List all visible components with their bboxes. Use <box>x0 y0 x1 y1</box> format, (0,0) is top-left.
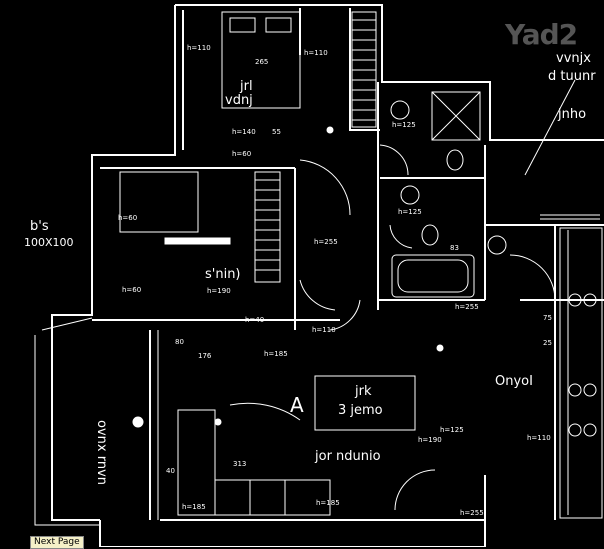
svg-text:vdnj: vdnj <box>225 93 253 108</box>
svg-text:h=190: h=190 <box>418 436 442 444</box>
svg-text:h=60: h=60 <box>232 150 251 158</box>
svg-text:h=255: h=255 <box>314 238 338 246</box>
svg-text:265: 265 <box>255 58 268 66</box>
burner <box>568 383 582 397</box>
balcony-outline <box>41 317 93 331</box>
svg-text:b's: b's <box>30 219 49 234</box>
svg-text:h=185: h=185 <box>264 350 288 358</box>
svg-text:jrk: jrk <box>354 384 372 399</box>
burner <box>583 383 597 397</box>
bathtub <box>391 254 475 298</box>
kitchen-counter <box>559 227 603 519</box>
leader-line <box>524 79 576 176</box>
light-fixture <box>326 126 334 134</box>
bed <box>221 11 301 109</box>
closet-shelves <box>255 179 280 271</box>
door-swing <box>389 224 413 249</box>
svg-text:h=110: h=110 <box>187 44 211 52</box>
svg-text:313: 313 <box>233 460 246 468</box>
svg-text:h=40: h=40 <box>245 316 264 324</box>
svg-text:h=185: h=185 <box>182 503 206 511</box>
shower-drain <box>431 91 481 141</box>
room-labels: jrl vdnj s'nin) b's ovnx rnvn OnyoI 3 je… <box>30 51 596 485</box>
hatch <box>540 214 600 220</box>
light-fixture <box>214 418 222 426</box>
svg-text:55: 55 <box>272 128 281 136</box>
svg-text:100X100: 100X100 <box>24 236 74 249</box>
bed <box>119 171 199 233</box>
sink <box>400 185 420 205</box>
svg-text:h=125: h=125 <box>440 426 464 434</box>
svg-text:d tuunr: d tuunr <box>548 69 596 84</box>
burner <box>583 293 597 307</box>
svg-text:h=185: h=185 <box>316 499 340 507</box>
sink <box>390 100 410 120</box>
closet-shelves <box>352 19 376 121</box>
door-swing <box>379 144 409 176</box>
svg-text:h=110: h=110 <box>312 326 336 334</box>
outer-wall <box>175 4 604 141</box>
svg-text:75: 75 <box>543 314 552 322</box>
pillow <box>265 17 292 33</box>
svg-text:h=110: h=110 <box>304 49 328 57</box>
burner <box>568 293 582 307</box>
door-swing <box>299 279 336 311</box>
door-swing <box>509 254 556 301</box>
burner <box>583 423 597 437</box>
svg-text:jnho: jnho <box>557 107 586 122</box>
svg-text:80: 80 <box>175 338 184 346</box>
svg-text:h=125: h=125 <box>398 208 422 216</box>
svg-text:s'nin): s'nin) <box>205 267 241 282</box>
closet <box>254 171 281 283</box>
area-marker: A <box>290 393 304 417</box>
bathtub-inner <box>397 259 469 293</box>
pillow <box>229 17 256 33</box>
svg-text:h=110: h=110 <box>527 434 551 442</box>
sofa <box>177 409 331 516</box>
svg-text:h=190: h=190 <box>207 287 231 295</box>
outer-wall <box>51 5 176 521</box>
svg-text:vvnjx: vvnjx <box>556 51 591 66</box>
svg-text:h=60: h=60 <box>122 286 141 294</box>
desk <box>164 237 231 245</box>
svg-text:ovnx rnvn: ovnx rnvn <box>94 420 109 485</box>
light-fixture <box>132 416 144 428</box>
svg-text:h=255: h=255 <box>460 509 484 517</box>
interior-wall <box>349 8 380 131</box>
toilet <box>421 224 439 246</box>
room-label-frame <box>314 375 416 431</box>
svg-text:jor ndunio: jor ndunio <box>314 449 381 464</box>
sink <box>487 235 507 255</box>
burner <box>568 423 582 437</box>
svg-text:OnyoI: OnyoI <box>495 374 533 389</box>
next-page-button[interactable]: Next Page <box>30 536 84 549</box>
svg-text:83: 83 <box>450 244 459 252</box>
watermark-logo: Yad2 <box>505 18 578 51</box>
svg-text:h=125: h=125 <box>392 121 416 129</box>
svg-text:176: 176 <box>198 352 212 360</box>
door-swing <box>329 299 361 331</box>
shower <box>431 91 481 141</box>
svg-text:h=255: h=255 <box>455 303 479 311</box>
door-swing <box>229 402 301 421</box>
svg-text:jrl: jrl <box>239 79 253 94</box>
svg-text:h=140: h=140 <box>232 128 256 136</box>
balcony-outline <box>34 335 100 526</box>
sofa-cushions <box>214 480 286 515</box>
dimension-labels: h=110 h=110 265 h=125 h=140 55 h=60 h=12… <box>24 44 552 517</box>
svg-text:40: 40 <box>166 467 175 475</box>
outer-wall <box>99 520 485 547</box>
svg-text:h=60: h=60 <box>118 214 137 222</box>
svg-text:3 jemo: 3 jemo <box>338 403 383 418</box>
light-fixture <box>436 344 444 352</box>
svg-text:25: 25 <box>543 339 552 347</box>
toilet <box>446 149 464 171</box>
door-swing <box>394 469 436 511</box>
door-swing <box>299 159 351 216</box>
